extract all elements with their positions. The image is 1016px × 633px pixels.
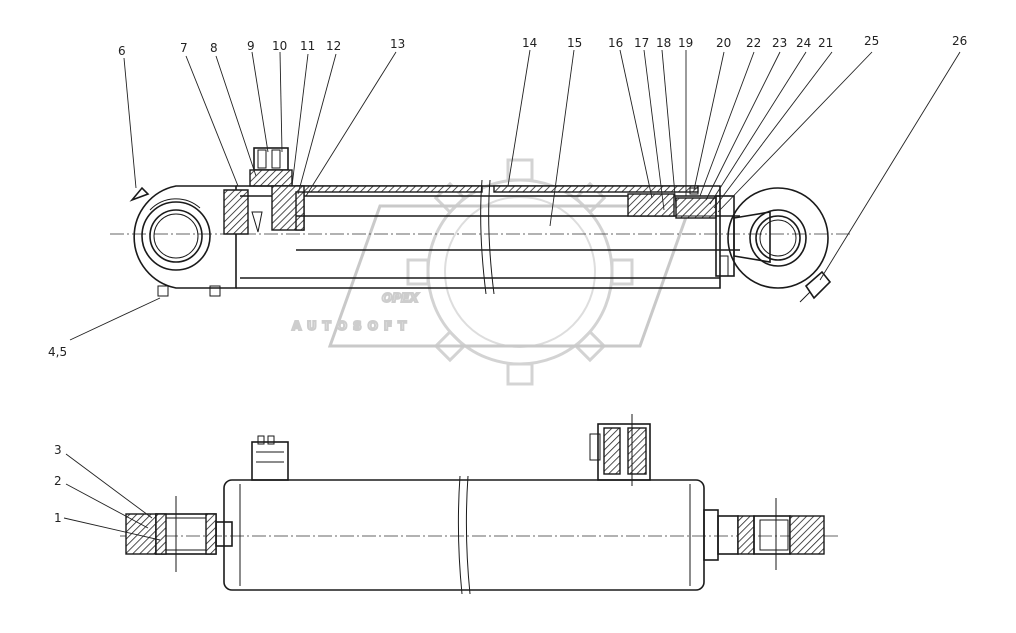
watermark-frame (327, 204, 693, 348)
grease-nipple-right (804, 270, 832, 300)
callout-26: 26 (952, 34, 967, 48)
callout-19: 19 (678, 36, 693, 50)
callout-13: 13 (390, 37, 405, 51)
top-callouts: 6 7 8 9 10 11 12 13 14 15 16 17 18 19 20… (48, 34, 967, 359)
cylinder-body (223, 479, 705, 591)
callout-7: 7 (180, 41, 188, 55)
port-fitting-left (251, 441, 289, 481)
callout-15: 15 (567, 36, 582, 50)
grease-nipple-left (129, 186, 150, 202)
callout-23: 23 (772, 36, 787, 50)
callout-6: 6 (118, 44, 126, 58)
callout-18: 18 (656, 36, 671, 50)
bottom-external-view (120, 414, 840, 595)
callout-4-5: 4,5 (48, 345, 67, 359)
callout-24: 24 (796, 36, 811, 50)
callout-17: 17 (634, 36, 649, 50)
watermark-brand: OPEX (382, 291, 419, 305)
callout-3: 3 (54, 443, 62, 457)
watermark-gear-icon (406, 158, 634, 386)
callout-14: 14 (522, 36, 537, 50)
watermark-text: AUTOSOFT (292, 319, 412, 333)
callout-10: 10 (272, 39, 287, 53)
callout-25: 25 (864, 34, 879, 48)
callout-16: 16 (608, 36, 623, 50)
watermark: OPEX AUTOSOFT (291, 158, 693, 386)
callout-1: 1 (54, 511, 62, 525)
callout-8: 8 (210, 41, 218, 55)
bottom-callouts: 3 2 1 (54, 443, 161, 541)
callout-2: 2 (54, 474, 62, 488)
callout-12: 12 (326, 39, 341, 53)
top-section-view (110, 147, 850, 303)
callout-21: 21 (818, 36, 833, 50)
left-eye-body (133, 185, 237, 289)
right-eye-body (727, 187, 829, 289)
callout-11: 11 (300, 39, 315, 53)
callout-20: 20 (716, 36, 731, 50)
callout-22: 22 (746, 36, 761, 50)
valve-block (597, 423, 651, 481)
callout-9: 9 (247, 39, 255, 53)
port-fitting-top (253, 147, 289, 171)
